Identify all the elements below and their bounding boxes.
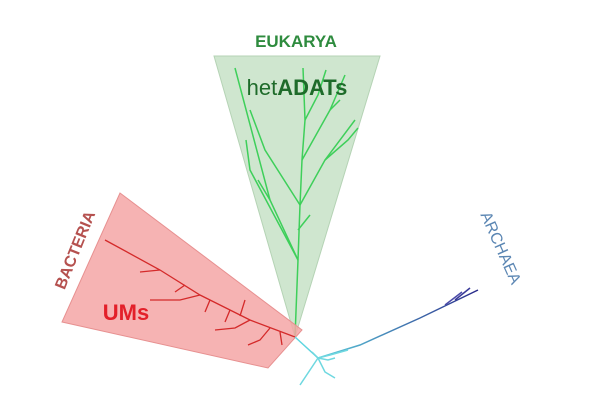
hetadats-main: ADATs bbox=[277, 75, 347, 100]
hetadats-label: hetADATs bbox=[247, 75, 348, 100]
ums-label: UMs bbox=[103, 300, 149, 325]
eukarya-label: EUKARYA bbox=[255, 32, 337, 51]
archaea-branches bbox=[294, 287, 479, 386]
archaea-label: ARCHAEA bbox=[477, 209, 524, 287]
bacteria-branches bbox=[104, 239, 296, 346]
hetadats-prefix: het bbox=[247, 75, 278, 100]
eukarya-branches bbox=[234, 67, 359, 338]
